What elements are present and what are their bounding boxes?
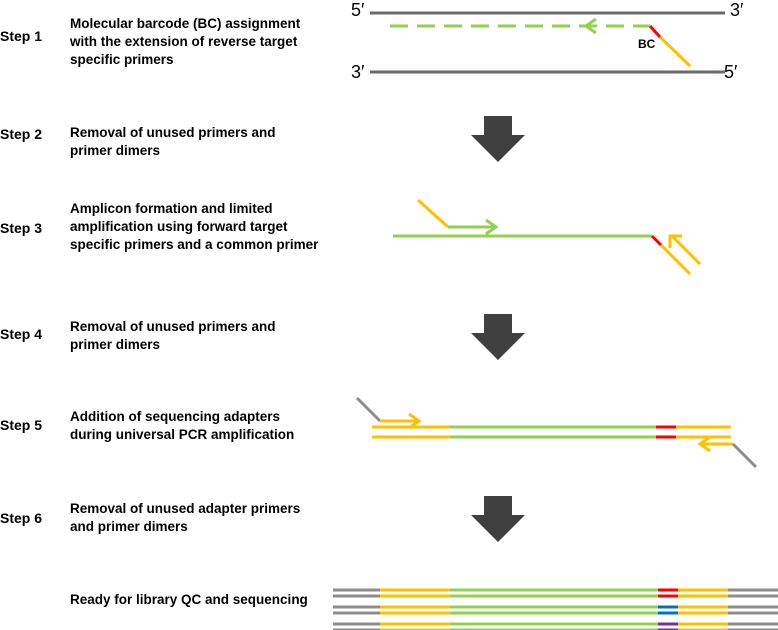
adapter-reverse-arrowhead [697, 435, 711, 453]
amplicon-primer-tail [659, 243, 692, 276]
forward-primer-tail [416, 198, 450, 229]
adapter-forward-tail [355, 396, 382, 423]
step-2-label: Step 2 [0, 126, 43, 142]
step-2-description: Removal of unused primers and primer dim… [70, 125, 276, 158]
final-description: Ready for library QC and sequencing [70, 592, 308, 607]
step-6-down-arrow [471, 496, 525, 542]
step-3-graphic [393, 198, 702, 276]
barcode-segment [648, 24, 662, 39]
amplicon-barcode [650, 234, 663, 247]
step-5-label: Step 5 [0, 417, 43, 433]
strand-end-3-bottom: 3′ [351, 62, 365, 82]
strand-end-3-top: 3′ [730, 0, 744, 20]
common-primer [670, 234, 702, 266]
step-5-description: Addition of sequencing adapters during u… [70, 409, 295, 442]
step-1-graphic: 5′ 3′ BC 3′ 5′ [351, 0, 744, 82]
step-3-label: Step 3 [0, 220, 43, 236]
reverse-primer-tail [658, 35, 692, 68]
step-2-down-arrow [471, 116, 525, 162]
step-1-description: Molecular barcode (BC) assignment with t… [70, 16, 301, 67]
step-1-label: Step 1 [0, 28, 43, 44]
step-6-label: Step 6 [0, 510, 43, 526]
step-5-graphic [355, 396, 758, 469]
step-4-down-arrow [471, 314, 525, 360]
strand-end-5-bottom: 5′ [724, 62, 738, 82]
strand-end-5-top: 5′ [351, 0, 365, 20]
step-6-description: Removal of unused adapter primers and pr… [70, 501, 301, 534]
step-4-description: Removal of unused primers and primer dim… [70, 319, 276, 352]
step-3-description: Amplicon formation and limited amplifica… [70, 201, 319, 252]
forward-primer-arrowhead [485, 218, 499, 236]
step-4-label: Step 4 [0, 326, 43, 342]
common-primer-arrowhead [668, 234, 682, 248]
barcode-label: BC [638, 37, 656, 51]
reverse-primer-arrowhead [583, 17, 597, 35]
final-library-graphic [333, 588, 778, 630]
adapter-reverse-tail [731, 442, 758, 469]
